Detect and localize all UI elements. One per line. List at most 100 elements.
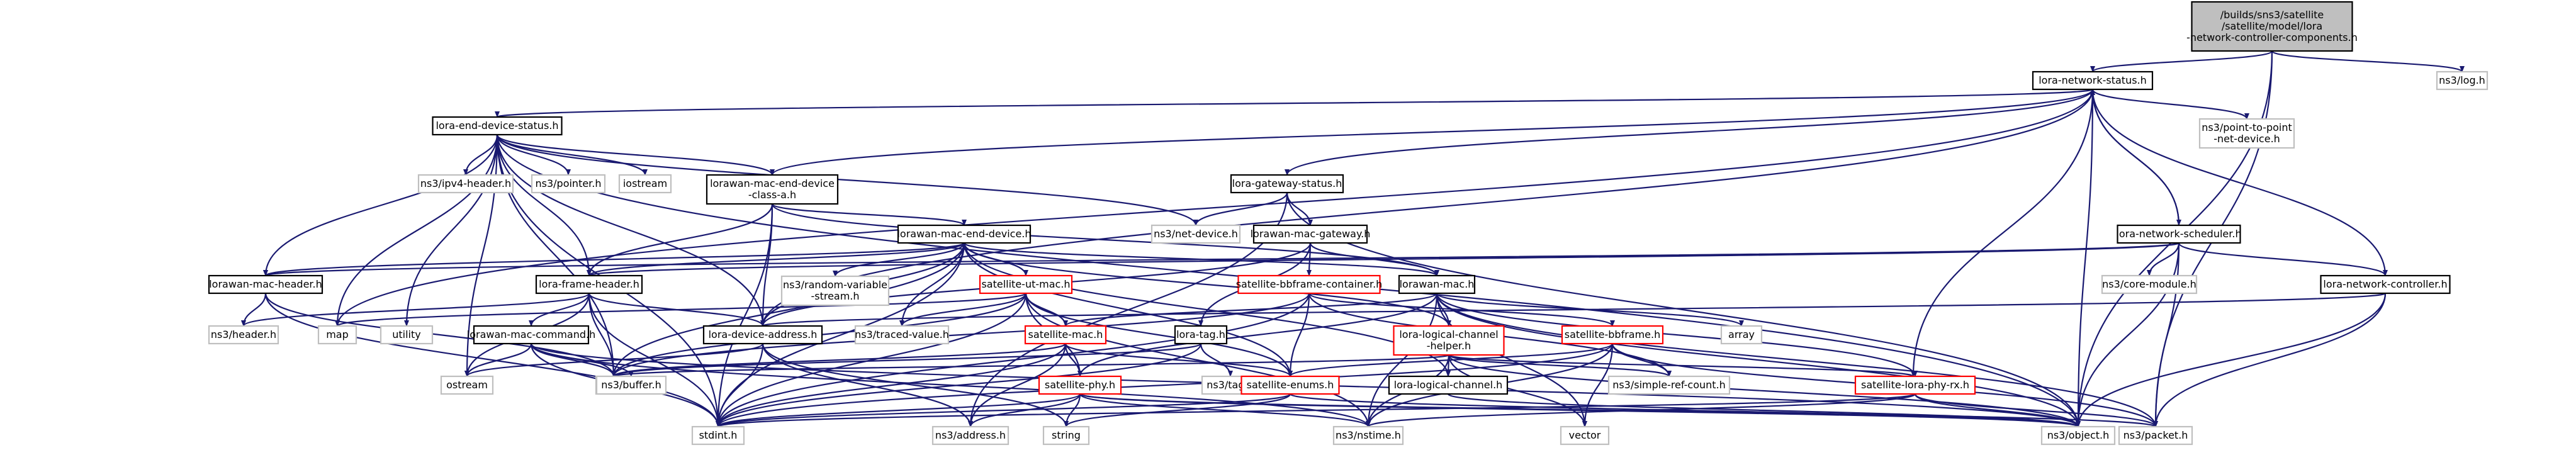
node-box	[2040, 425, 2116, 446]
node-label: ns3/object.h	[2047, 429, 2110, 441]
edge-satellite-ut-mac-to-ns3-traced-value	[899, 293, 1027, 327]
edge-lorawan-mac-to-ns3-object	[1436, 293, 2081, 427]
node-map: map	[317, 325, 357, 345]
node-label: /satellite/model/lora	[2222, 20, 2322, 32]
edge-lora-logical-channel-helper-to-ns3-object	[1448, 354, 2081, 427]
node-box	[1560, 425, 1610, 446]
node-box	[2032, 70, 2154, 91]
edge-satellite-ut-mac-to-satellite-enums	[1025, 293, 1293, 377]
node-label: lora-tag.h	[1176, 329, 1225, 340]
node-box	[1042, 425, 1090, 446]
node-lora-network-controller[interactable]: lora-network-controller.h	[2320, 274, 2451, 295]
node-box	[2117, 224, 2241, 244]
node-satellite-enums[interactable]: satellite-enums.h	[1240, 375, 1340, 395]
edge-lora-network-controller-to-lora-device-address	[760, 292, 2387, 327]
edge-satellite-mac-to-satellite-enums	[1064, 343, 1293, 377]
node-label: lorawan-mac-end-device	[710, 177, 835, 189]
node-ns3-net-device: ns3/net-device.h	[1150, 224, 1241, 244]
node-box	[380, 325, 434, 345]
node-label: satellite-bbframe-container.h	[1236, 278, 1383, 290]
edge-satellite-phy-to-stdint	[716, 393, 1081, 428]
edge-lora-tag-to-ns3-tag	[1200, 343, 1233, 377]
node-label: lora-network-scheduler.h	[2116, 228, 2241, 240]
node-box	[1174, 325, 1228, 345]
node-label: lorawan-mac.h	[1400, 278, 1475, 290]
node-ns3-buffer: ns3/buffer.h	[595, 375, 667, 395]
edge-lorawan-mac-end-device-to-satellite-enums	[963, 242, 1293, 377]
edge-satellite-ut-mac-to-satellite-mac	[1025, 293, 1068, 327]
node-lorawan-mac-end-device-class-a[interactable]: lorawan-mac-end-device-class-a.h	[706, 174, 839, 205]
node-box	[706, 174, 839, 205]
node-lora-frame-header[interactable]: lora-frame-header.h	[535, 274, 643, 295]
edge-satellite-lora-phy-rx-to-stdint	[716, 393, 1916, 428]
edge-lora-network-controller-to-ns3-object	[2076, 293, 2387, 427]
node-satellite-bbframe[interactable]: satellite-bbframe.h	[1561, 325, 1664, 345]
node-lora-network-scheduler[interactable]: lora-network-scheduler.h	[2116, 224, 2242, 244]
node-ns3-traced-value: ns3/traced-value.h	[854, 325, 950, 345]
edge-lora-network-controller-to-ns3-packet	[2153, 293, 2387, 427]
edge-lora-network-scheduler-to-lora-frame-header	[587, 242, 2180, 277]
node-box	[535, 274, 643, 295]
node-box	[1854, 375, 1976, 395]
node-ns3-pointer: ns3/pointer.h	[531, 174, 606, 194]
node-label: satellite-enums.h	[1247, 379, 1334, 391]
edge-lora-network-status-to-lora-gateway-status	[1285, 89, 2094, 176]
node-box	[440, 375, 494, 395]
edge-satellite-enums-to-string	[1064, 393, 1291, 427]
edge-lora-end-device-status-to-lora-device-address	[496, 134, 765, 327]
edge-lorawan-mac-to-array	[1436, 292, 1744, 327]
edge-lora-frame-header-to-lorawan-mac-command	[529, 293, 590, 327]
node-label: ns3/address.h	[935, 429, 1006, 441]
node-box	[1561, 325, 1664, 345]
node-lora-logical-channel[interactable]: lora-logical-channel.h	[1388, 375, 1509, 395]
node-ns3-address: ns3/address.h	[931, 425, 1010, 446]
node-string: string	[1042, 425, 1090, 446]
node-satellite-lora-phy-rx[interactable]: satellite-lora-phy-rx.h	[1854, 375, 1976, 395]
node-lorawan-mac-gateway[interactable]: lorawan-mac-gateway.h	[1251, 224, 1371, 244]
node-label: /builds/sns3/satellite	[2220, 9, 2324, 21]
node-label: ns3/pointer.h	[535, 177, 601, 189]
edge-lora-end-device-status-to-ns3-pointer	[496, 134, 571, 176]
edge-lora-network-scheduler-to-ns3-object	[2076, 242, 2180, 427]
node-lora-gateway-status[interactable]: lora-gateway-status.h	[1230, 174, 1344, 194]
node-lora-device-address[interactable]: lora-device-address.h	[702, 325, 823, 345]
edge-satellite-enums-to-stdint	[716, 393, 1291, 428]
edge-lora-end-device-status-to-ns3-net-device	[496, 134, 1198, 226]
node-lorawan-mac-command[interactable]: lorawan-mac-command.h	[467, 325, 595, 345]
edge-root-to-ns3-log	[2271, 50, 2465, 73]
node-lora-end-device-status[interactable]: lora-end-device-status.h	[432, 116, 563, 136]
node-box	[979, 274, 1073, 295]
node-satellite-phy[interactable]: satellite-phy.h	[1038, 375, 1122, 395]
node-box	[595, 375, 667, 395]
node-ns3-object: ns3/object.h	[2040, 425, 2116, 446]
node-label: ns3/packet.h	[2123, 429, 2188, 441]
node-ostream: ostream	[440, 375, 494, 395]
node-lorawan-mac-header[interactable]: lorawan-mac-header.h	[208, 274, 323, 295]
edge-satellite-mac-to-satellite-phy	[1064, 343, 1083, 377]
node-box	[931, 425, 1010, 446]
node-label: iostream	[623, 177, 667, 189]
node-satellite-mac[interactable]: satellite-mac.h	[1024, 325, 1107, 345]
edge-satellite-enums-to-ns3-object	[1289, 393, 2081, 428]
node-satellite-bbframe-container[interactable]: satellite-bbframe-container.h	[1236, 274, 1383, 295]
edge-lorawan-mac-end-device-class-a-to-stdint	[716, 203, 773, 427]
node-label: lora-logical-channel	[1399, 329, 1498, 340]
node-lorawan-mac[interactable]: lorawan-mac.h	[1398, 274, 1476, 295]
edge-lora-logical-channel-helper-to-list	[611, 354, 1450, 378]
edge-lorawan-mac-end-device-to-lora-logical-channel-helper	[963, 242, 1451, 327]
node-root[interactable]: /builds/sns3/satellite/satellite/model/l…	[2186, 1, 2358, 52]
node-lora-logical-channel-helper[interactable]: lora-logical-channel-helper.h	[1393, 325, 1505, 356]
node-satellite-ut-mac[interactable]: satellite-ut-mac.h	[979, 274, 1073, 295]
node-box	[1038, 375, 1122, 395]
node-label: satellite-phy.h	[1045, 379, 1115, 391]
node-lora-tag[interactable]: lora-tag.h	[1174, 325, 1228, 345]
node-lorawan-mac-end-device[interactable]: lorawan-mac-end-device.h	[897, 224, 1032, 244]
node-label: ns3/buffer.h	[601, 379, 661, 391]
node-label: satellite-bbframe.h	[1565, 329, 1660, 340]
node-label: -net-device.h	[2213, 133, 2280, 145]
edge-lorawan-mac-end-device-class-a-to-lora-frame-header	[587, 203, 773, 276]
node-label: lora-device-address.h	[709, 329, 818, 340]
node-lora-network-status[interactable]: lora-network-status.h	[2032, 70, 2154, 91]
edge-lorawan-mac-end-device-to-ns3-random-variable-stream	[833, 242, 965, 277]
node-utility: utility	[380, 325, 434, 345]
